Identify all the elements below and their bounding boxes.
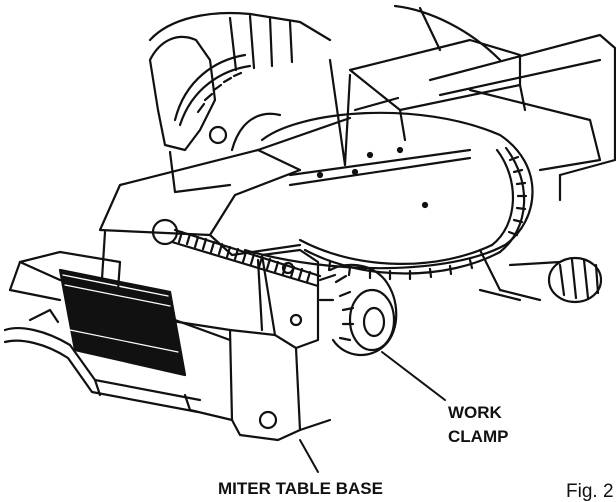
right-lock-knob [478, 248, 603, 304]
fence [348, 33, 616, 202]
work-clamp-knob [318, 263, 398, 357]
figure-caption: Fig. 2 [566, 481, 614, 502]
miter-table-base-leader [299, 439, 319, 473]
support-bracket [3, 308, 202, 414]
miter-turntable [243, 111, 534, 281]
bevel-pivot-bracket [148, 35, 282, 194]
work-clamp-label-line2: CLAMP [448, 427, 508, 446]
miter-table-base-label: MITER TABLE BASE [218, 479, 383, 498]
work-clamp-label-line1: WORK [448, 403, 503, 422]
clamp-plate [8, 250, 187, 377]
saw-blade-guard [148, 4, 502, 72]
work-clamp-leader [381, 351, 446, 401]
threaded-clamp-rod [151, 218, 322, 288]
blade-slot [256, 58, 400, 167]
